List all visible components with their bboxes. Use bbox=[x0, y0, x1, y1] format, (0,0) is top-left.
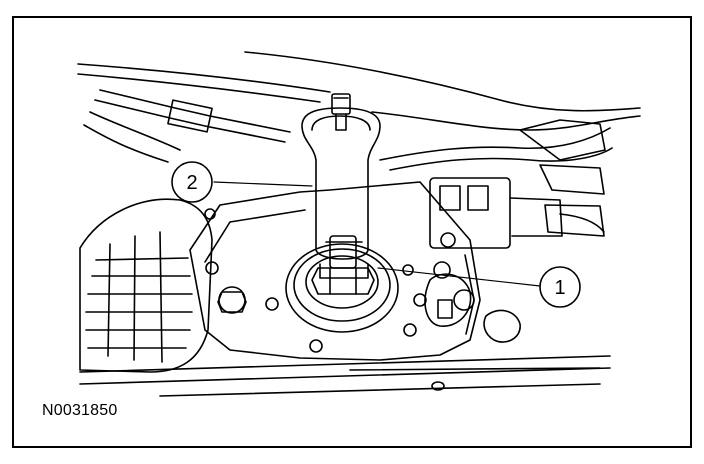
background-cables bbox=[77, 51, 641, 237]
shaft-nut bbox=[311, 235, 375, 295]
lower-case-details bbox=[79, 273, 611, 397]
range-sensor-plate bbox=[189, 181, 481, 361]
callout-2: 2 bbox=[171, 161, 213, 203]
mounting-bolts bbox=[204, 208, 475, 353]
callout-1-label: 1 bbox=[554, 277, 565, 299]
callout-1: 1 bbox=[539, 266, 581, 308]
alignment-tool bbox=[301, 93, 381, 279]
callout-2-label: 2 bbox=[186, 172, 197, 194]
callout-leader-1 bbox=[377, 267, 541, 287]
figure-id: N0031850 bbox=[42, 402, 118, 419]
shaft-flange bbox=[285, 243, 399, 333]
transmission-housing-left bbox=[79, 198, 213, 373]
electrical-connector bbox=[429, 177, 605, 249]
callout-leader-2 bbox=[213, 181, 313, 187]
